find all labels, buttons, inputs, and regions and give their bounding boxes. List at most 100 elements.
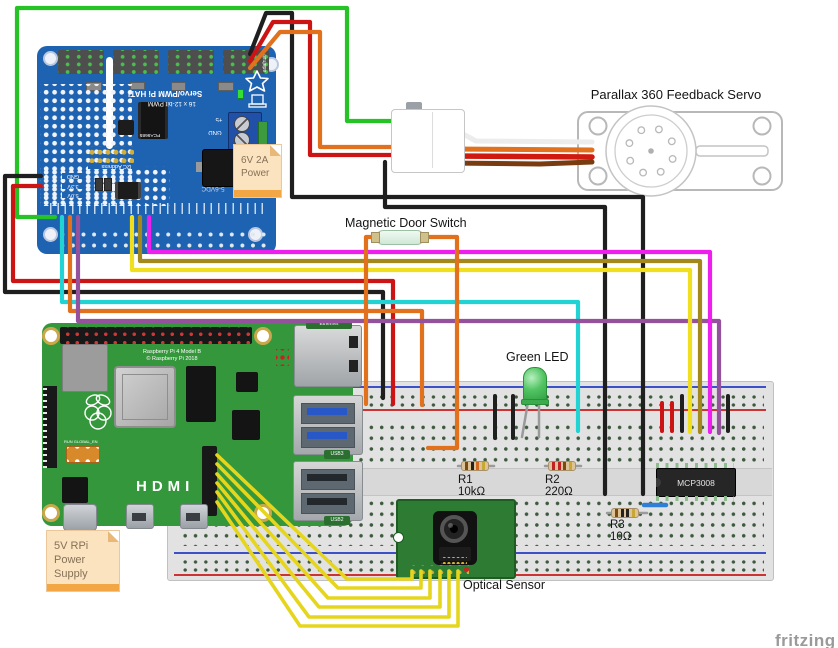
hat-pin-label-strip bbox=[50, 203, 266, 214]
resistor-r2 bbox=[548, 461, 576, 471]
hat-gpio-passthrough-holes bbox=[54, 226, 266, 249]
pi-ethernet-tab: Ethernet bbox=[306, 320, 352, 329]
wire-darkyellow-miso bbox=[137, 214, 703, 435]
r2-name: R2 bbox=[545, 474, 560, 486]
raspberry-pi-board: GPIO Raspberry Pi 4 Model B © Raspberry … bbox=[42, 320, 363, 531]
hat-servo-header-group2 bbox=[113, 50, 159, 74]
pi-usb3-tab: USB3 bbox=[324, 450, 350, 459]
terminal-screw bbox=[234, 116, 250, 132]
pi-chip-black-1 bbox=[186, 366, 216, 422]
optical-sensor-lens bbox=[433, 511, 477, 565]
fritzing-watermark: fritzing bbox=[775, 631, 836, 648]
optical-sensor-label: Optical Sensor bbox=[463, 578, 545, 592]
pi-mount-hole bbox=[42, 504, 60, 522]
pi-ethernet-label: Ethernet bbox=[319, 321, 339, 327]
note-bar bbox=[47, 584, 119, 591]
pi-hdmi-text: HDMI bbox=[136, 478, 195, 495]
pi-status-leds bbox=[276, 349, 289, 366]
optical-sensor-module bbox=[393, 499, 516, 579]
pi-chip-usb-controller bbox=[62, 344, 108, 392]
note-fold bbox=[108, 531, 119, 542]
pi-power-note-line2: Supply bbox=[54, 568, 88, 580]
pi-chip-black-3 bbox=[232, 410, 260, 440]
pi-usb2-port bbox=[293, 461, 363, 521]
pi-run-label: RUN GLOBAL_EN bbox=[64, 439, 98, 444]
r2-value: 220Ω bbox=[545, 486, 573, 498]
pi-mount-hole bbox=[42, 327, 60, 345]
raspberry-logo bbox=[84, 394, 112, 430]
note-fold bbox=[270, 145, 281, 156]
hat-soic-chip-2 bbox=[115, 182, 141, 199]
reed-switch-cap-right bbox=[420, 232, 429, 243]
pi-gpio-header bbox=[60, 327, 252, 344]
breadboard-rail-line-blue-top bbox=[174, 386, 766, 388]
servo-connector-housing bbox=[391, 109, 465, 173]
servo-hat-board: +5 GND adafruit! Servo/PWM Pi HAT! 16 x … bbox=[37, 46, 279, 254]
r1-name: R1 bbox=[458, 474, 473, 486]
green-led-flange bbox=[521, 399, 549, 405]
r2-label: R2 220Ω bbox=[545, 474, 573, 498]
r3-label: R3 10Ω bbox=[610, 519, 631, 543]
pi-usb3-label: USB3 bbox=[330, 451, 344, 457]
pi-ethernet-port bbox=[294, 325, 362, 387]
green-led bbox=[523, 367, 547, 402]
hat-mount-hole bbox=[43, 51, 58, 66]
wire-green-loop bbox=[14, 5, 395, 220]
hat-pca9685-chip bbox=[138, 102, 168, 139]
pi-title-line1: Raspberry Pi 4 Model B bbox=[142, 349, 202, 355]
servo-power-note-line2: Power bbox=[241, 168, 270, 179]
hat-small-resistor bbox=[104, 178, 112, 191]
pi-power-note-line1: 5V RPi Power bbox=[54, 540, 89, 566]
camera-ribbon-wires bbox=[215, 453, 460, 628]
wire-orange-switch-right bbox=[418, 234, 460, 451]
wire-cyan bbox=[59, 214, 581, 434]
servo-power-note-line1: 6V 2A bbox=[241, 155, 269, 166]
resistor-r3 bbox=[611, 508, 639, 518]
pi-soc-chip bbox=[114, 366, 176, 428]
r3-value: 10Ω bbox=[610, 531, 632, 543]
r1-value: 10kΩ bbox=[458, 486, 486, 498]
resistor-r1 bbox=[461, 461, 489, 471]
pi-title-line2: © Raspberry Pi 2018 bbox=[146, 356, 198, 362]
pi-usb3-port bbox=[293, 395, 363, 455]
pi-chip-black-2 bbox=[236, 372, 258, 392]
optical-sensor-bottom-holes bbox=[407, 565, 469, 574]
pi-display-connector bbox=[43, 386, 57, 468]
pi-power-note: 5V RPi Power Supply bbox=[46, 530, 120, 592]
wire-orange-servo-signal bbox=[247, 29, 395, 150]
hat-cap-lead bbox=[196, 162, 202, 172]
r3-name: R3 bbox=[610, 519, 625, 531]
wire-black-servo-gnd bbox=[247, 10, 646, 497]
hat-cap bbox=[171, 82, 186, 91]
hat-servo-header-group1 bbox=[58, 50, 104, 74]
note-bar bbox=[234, 190, 281, 197]
servo-power-note: 6V 2A Power bbox=[233, 144, 282, 198]
optical-sensor-red-dot bbox=[464, 567, 469, 572]
r1-label: R1 10kΩ bbox=[458, 474, 485, 498]
servo-label: Parallax 360 Feedback Servo bbox=[590, 87, 762, 102]
green-led-label: Green LED bbox=[506, 350, 569, 364]
optical-sensor-pads bbox=[441, 557, 467, 564]
breadboard-rail-line-red-top bbox=[174, 409, 766, 411]
door-switch-label: Magnetic Door Switch bbox=[345, 216, 467, 230]
servo-motor bbox=[577, 105, 783, 197]
mcp3008-pins-top bbox=[656, 463, 734, 468]
pi-usb2-label: USB2 bbox=[330, 517, 344, 523]
adafruit-flower-logo bbox=[245, 70, 269, 108]
pi-usbc-power-port bbox=[63, 504, 97, 531]
mcp3008-label: MCP3008 bbox=[677, 477, 715, 488]
reed-switch bbox=[376, 230, 424, 245]
led-legs bbox=[520, 400, 541, 439]
hat-cap bbox=[218, 82, 234, 91]
hat-power-led bbox=[237, 89, 244, 99]
wire-yellow-clk bbox=[129, 214, 693, 435]
pi-black-component bbox=[62, 477, 88, 503]
pi-usb2-tab: USB2 bbox=[324, 516, 350, 525]
pi-micro-hdmi-0 bbox=[126, 504, 154, 529]
wire-red-servo-power bbox=[247, 19, 395, 158]
wire-black-hat-gnd bbox=[2, 173, 386, 401]
pi-mount-hole bbox=[254, 327, 272, 345]
pi-run-jumper bbox=[66, 446, 100, 463]
hat-soic-chip-1 bbox=[118, 120, 134, 135]
reed-switch-cap-left bbox=[371, 232, 380, 243]
